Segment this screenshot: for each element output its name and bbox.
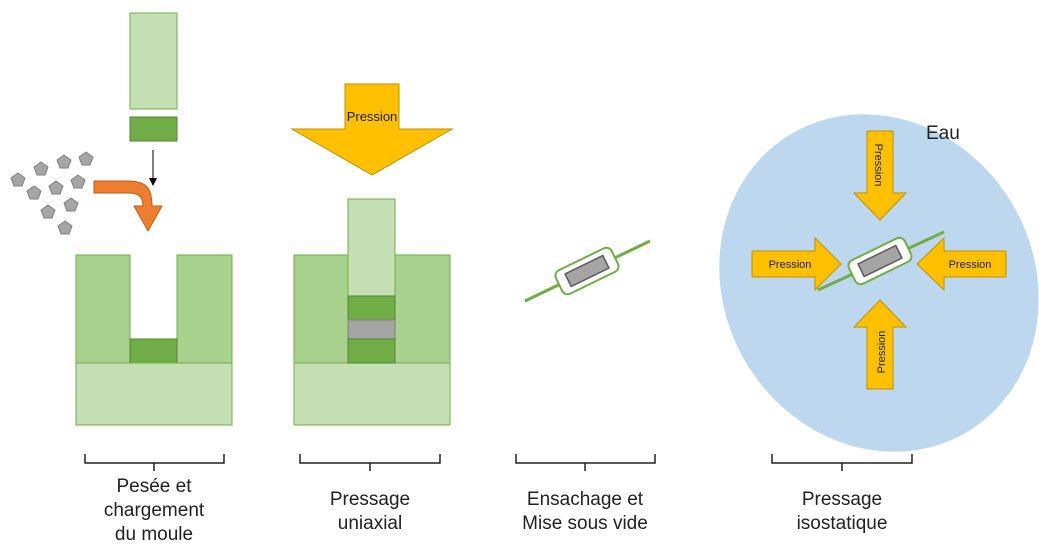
punch-lower-block: [129, 116, 178, 142]
powder-particles: [10, 151, 94, 235]
pressure-arrow-bottom: [852, 299, 908, 390]
step-4-isostatic: Eau Pression Pression Pression Pression: [719, 114, 1039, 452]
caption-step-2: Pressage uniaxial: [300, 488, 440, 536]
caption-line: uniaxial: [337, 513, 403, 534]
powder-particle: [78, 151, 94, 166]
pressure-arrow-left: [751, 236, 842, 292]
caption-line: Ensachage et: [526, 489, 644, 510]
bracket-step-3: [515, 454, 656, 471]
water-label: Eau: [926, 123, 960, 144]
pressure-label-left: Pression: [769, 259, 812, 271]
powder-bottom-layer: [347, 338, 396, 364]
bracket-step-4: [771, 454, 913, 471]
pressure-label-uniaxial: Pression: [347, 109, 398, 124]
mold-wall-right: [394, 254, 451, 364]
powder-particle: [10, 172, 26, 187]
caption-step-1: Pesée et chargement du moule: [84, 475, 224, 547]
bracket-step-1: [84, 454, 225, 471]
pressed-sample: [347, 319, 396, 340]
pressure-arrow-right: [916, 236, 1007, 292]
punch-upper: [129, 12, 178, 110]
caption-line: Pressage: [329, 489, 411, 510]
step-brackets: [84, 454, 913, 471]
powder-particle: [33, 161, 49, 176]
mold-powder: [129, 338, 178, 364]
caption-line: chargement: [103, 500, 205, 521]
mold-wall-left: [293, 254, 349, 364]
drop-arrow-head: [149, 178, 157, 186]
caption-step-3: Ensachage et Mise sous vide: [500, 488, 670, 536]
caption-line: isostatique: [796, 513, 888, 534]
step-1-loading: [10, 12, 233, 426]
powder-particle: [70, 174, 86, 189]
caption-line: Pesée et: [116, 476, 192, 497]
caption-step-4: Pressage isostatique: [772, 488, 912, 536]
caption-line: Mise sous vide: [522, 513, 648, 534]
upper-punch: [347, 198, 396, 297]
mold-wall-left: [75, 254, 131, 364]
bracket-step-2: [299, 454, 441, 471]
sample-in-bag: [564, 254, 610, 288]
powder-particle: [57, 220, 73, 235]
powder-particle: [26, 185, 42, 200]
pressure-arrow-down: [290, 83, 454, 176]
mold-base: [293, 362, 451, 426]
powder-particle: [63, 197, 79, 212]
pressure-label-top: Pression: [872, 144, 884, 187]
mold-wall-right: [176, 254, 233, 364]
powder-particle: [40, 204, 56, 219]
pressure-arrow-top: [852, 130, 908, 221]
water-chamber: [719, 114, 1039, 452]
caption-line: Pressage: [801, 489, 883, 510]
step-3-bagging: [524, 239, 651, 303]
step-2-uniaxial: Pression: [290, 83, 454, 426]
powder-particle: [48, 180, 64, 195]
powder-particle: [56, 154, 72, 169]
pressure-label-bottom: Pression: [876, 331, 888, 374]
sample-in-bag: [857, 244, 903, 278]
loading-arrow: [93, 180, 163, 233]
pressure-label-right: Pression: [949, 259, 992, 271]
powder-top-layer: [347, 295, 396, 321]
caption-line: du moule: [114, 524, 194, 545]
mold-base: [75, 362, 233, 426]
